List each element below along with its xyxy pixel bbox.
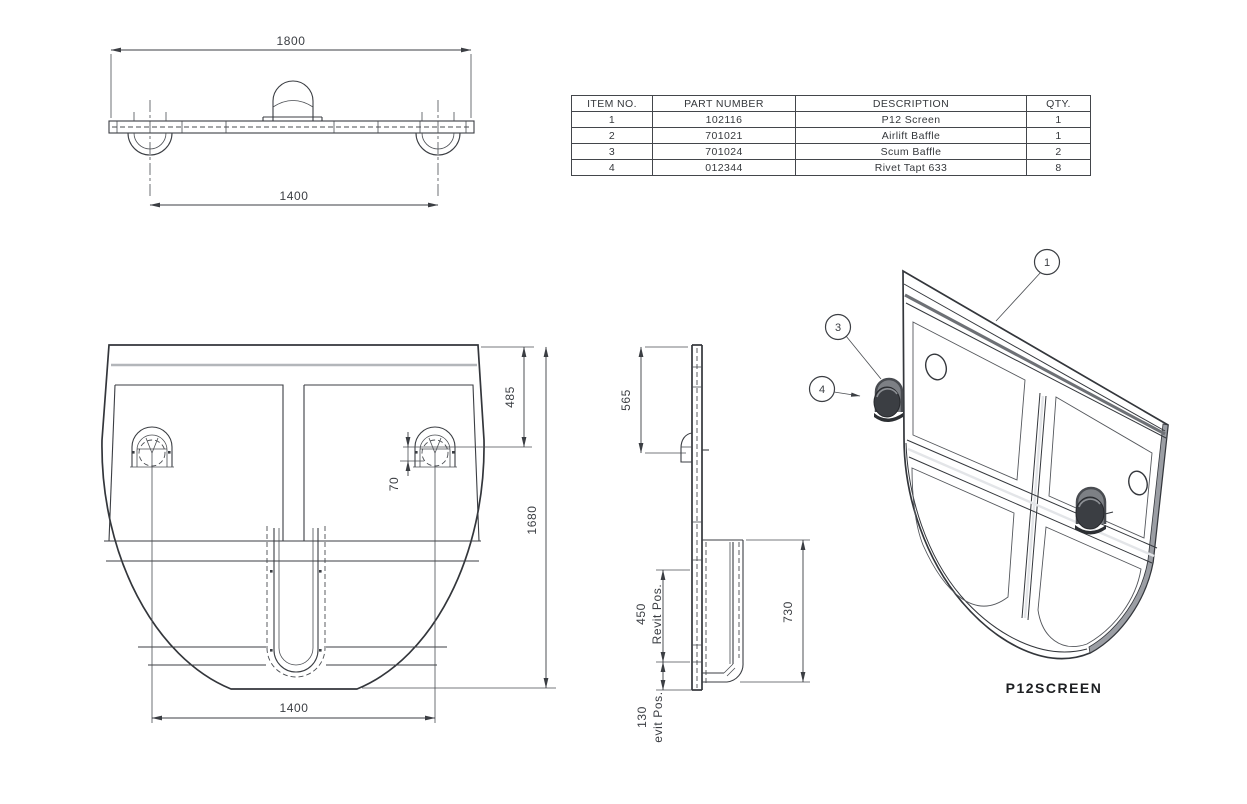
dim-730: 730 bbox=[740, 539, 810, 683]
iso-hole-upper bbox=[924, 353, 948, 381]
top-view-dome bbox=[262, 80, 323, 121]
iso-cross-ribs bbox=[906, 392, 1158, 621]
bom-row: 2 701021 Airlift Baffle 1 bbox=[571, 127, 1091, 144]
iso-quadrant-panels bbox=[911, 321, 1153, 647]
dim-565: 565 bbox=[619, 346, 688, 454]
top-view: 1800 bbox=[108, 34, 475, 208]
bom-header-row: ITEM NO. PART NUMBER DESCRIPTION QTY. bbox=[571, 95, 1091, 112]
iso-top-band bbox=[903, 283, 1167, 439]
dim-450: 450 Revit Pos. bbox=[634, 569, 690, 663]
dim-text-485: 485 bbox=[503, 386, 517, 408]
bom-row: 4 012344 Rivet Tapt 633 8 bbox=[571, 159, 1091, 176]
bom-cell-qty: 8 bbox=[1026, 159, 1091, 176]
iso-scum-baffle-upper bbox=[873, 377, 904, 422]
balloon-3-number: 3 bbox=[835, 322, 841, 334]
bom-cell-item: 3 bbox=[571, 143, 653, 160]
balloon-4 bbox=[808, 375, 836, 403]
side-view: 565 450 Revit Pos. 130 evit Pos. 730 bbox=[619, 344, 810, 743]
dim-1680: 1680 bbox=[362, 346, 556, 689]
iso-balloons: 1 3 4 bbox=[808, 248, 1061, 403]
dim-text-1680: 1680 bbox=[525, 505, 539, 534]
dim-text-450: 450 bbox=[634, 603, 648, 625]
dim-485: 485 bbox=[403, 346, 534, 448]
iso-view: 1 3 4 P12SCREEN bbox=[808, 248, 1169, 696]
bom-cell-desc: P12 Screen bbox=[795, 111, 1027, 128]
top-view-strip bbox=[108, 120, 475, 134]
top-view-baffle-left bbox=[127, 100, 173, 197]
bom-cell-qty: 2 bbox=[1026, 143, 1091, 160]
front-baffle-left bbox=[130, 426, 174, 723]
bom-cell-item: 4 bbox=[571, 159, 653, 176]
bom-cell-desc: Rivet Tapt 633 bbox=[795, 159, 1027, 176]
front-inner-panels bbox=[104, 384, 481, 666]
dim-130: 130 evit Pos. bbox=[635, 661, 692, 743]
bom-header-part: PART NUMBER bbox=[652, 95, 796, 112]
iso-caption: P12SCREEN bbox=[1006, 680, 1103, 696]
bom-cell-desc: Airlift Baffle bbox=[795, 127, 1027, 144]
bom-row: 1 102116 P12 Screen 1 bbox=[571, 111, 1091, 128]
dim-70: 70 bbox=[387, 432, 424, 491]
iso-bottom-bevel bbox=[905, 442, 1088, 653]
bom-cell-item: 2 bbox=[571, 127, 653, 144]
dim-label-evit-pos: evit Pos. bbox=[651, 691, 665, 742]
bom-cell-qty: 1 bbox=[1026, 111, 1091, 128]
iso-panel-edge bbox=[1088, 423, 1169, 654]
dim-text-730: 730 bbox=[781, 601, 795, 623]
balloon-1-number: 1 bbox=[1044, 257, 1050, 269]
bom-header-qty: QTY. bbox=[1026, 95, 1091, 112]
bom-table: ITEM NO. PART NUMBER DESCRIPTION QTY. 1 … bbox=[571, 95, 1091, 176]
bom-row: 3 701024 Scum Baffle 2 bbox=[571, 143, 1091, 160]
front-view: 485 70 1680 1400 bbox=[101, 344, 556, 723]
balloon-4-number: 4 bbox=[819, 384, 825, 396]
balloon-3 bbox=[824, 313, 852, 341]
bom-cell-part: 701021 bbox=[652, 127, 796, 144]
front-baffle-right bbox=[413, 426, 457, 723]
bom-cell-part: 012344 bbox=[652, 159, 796, 176]
iso-scum-baffle-lower bbox=[1075, 486, 1114, 535]
bom-cell-desc: Scum Baffle bbox=[795, 143, 1027, 160]
side-baffle-bump bbox=[680, 432, 709, 463]
top-view-baffle-right bbox=[415, 100, 461, 197]
dim-text-565: 565 bbox=[619, 389, 633, 411]
front-center-slot bbox=[266, 526, 326, 678]
bom-cell-part: 102116 bbox=[652, 111, 796, 128]
dim-text-1400-front: 1400 bbox=[279, 701, 308, 715]
dim-text-130: 130 bbox=[635, 706, 649, 728]
balloon-1 bbox=[1033, 248, 1061, 276]
front-outline bbox=[101, 344, 485, 690]
dim-1400-front: 1400 bbox=[151, 701, 436, 721]
bom-header-desc: DESCRIPTION bbox=[795, 95, 1027, 112]
iso-hole-lower bbox=[1128, 470, 1148, 496]
side-bar bbox=[691, 344, 703, 691]
bom-header-item: ITEM NO. bbox=[571, 95, 653, 112]
side-airlift-pipe bbox=[702, 539, 744, 686]
dim-text-1800: 1800 bbox=[276, 34, 305, 48]
bom-cell-qty: 1 bbox=[1026, 127, 1091, 144]
bom-cell-part: 701024 bbox=[652, 143, 796, 160]
dim-text-70: 70 bbox=[387, 477, 401, 492]
dim-label-revit-pos: Revit Pos. bbox=[650, 584, 664, 645]
bom-cell-item: 1 bbox=[571, 111, 653, 128]
dim-text-1400-top: 1400 bbox=[279, 189, 308, 203]
